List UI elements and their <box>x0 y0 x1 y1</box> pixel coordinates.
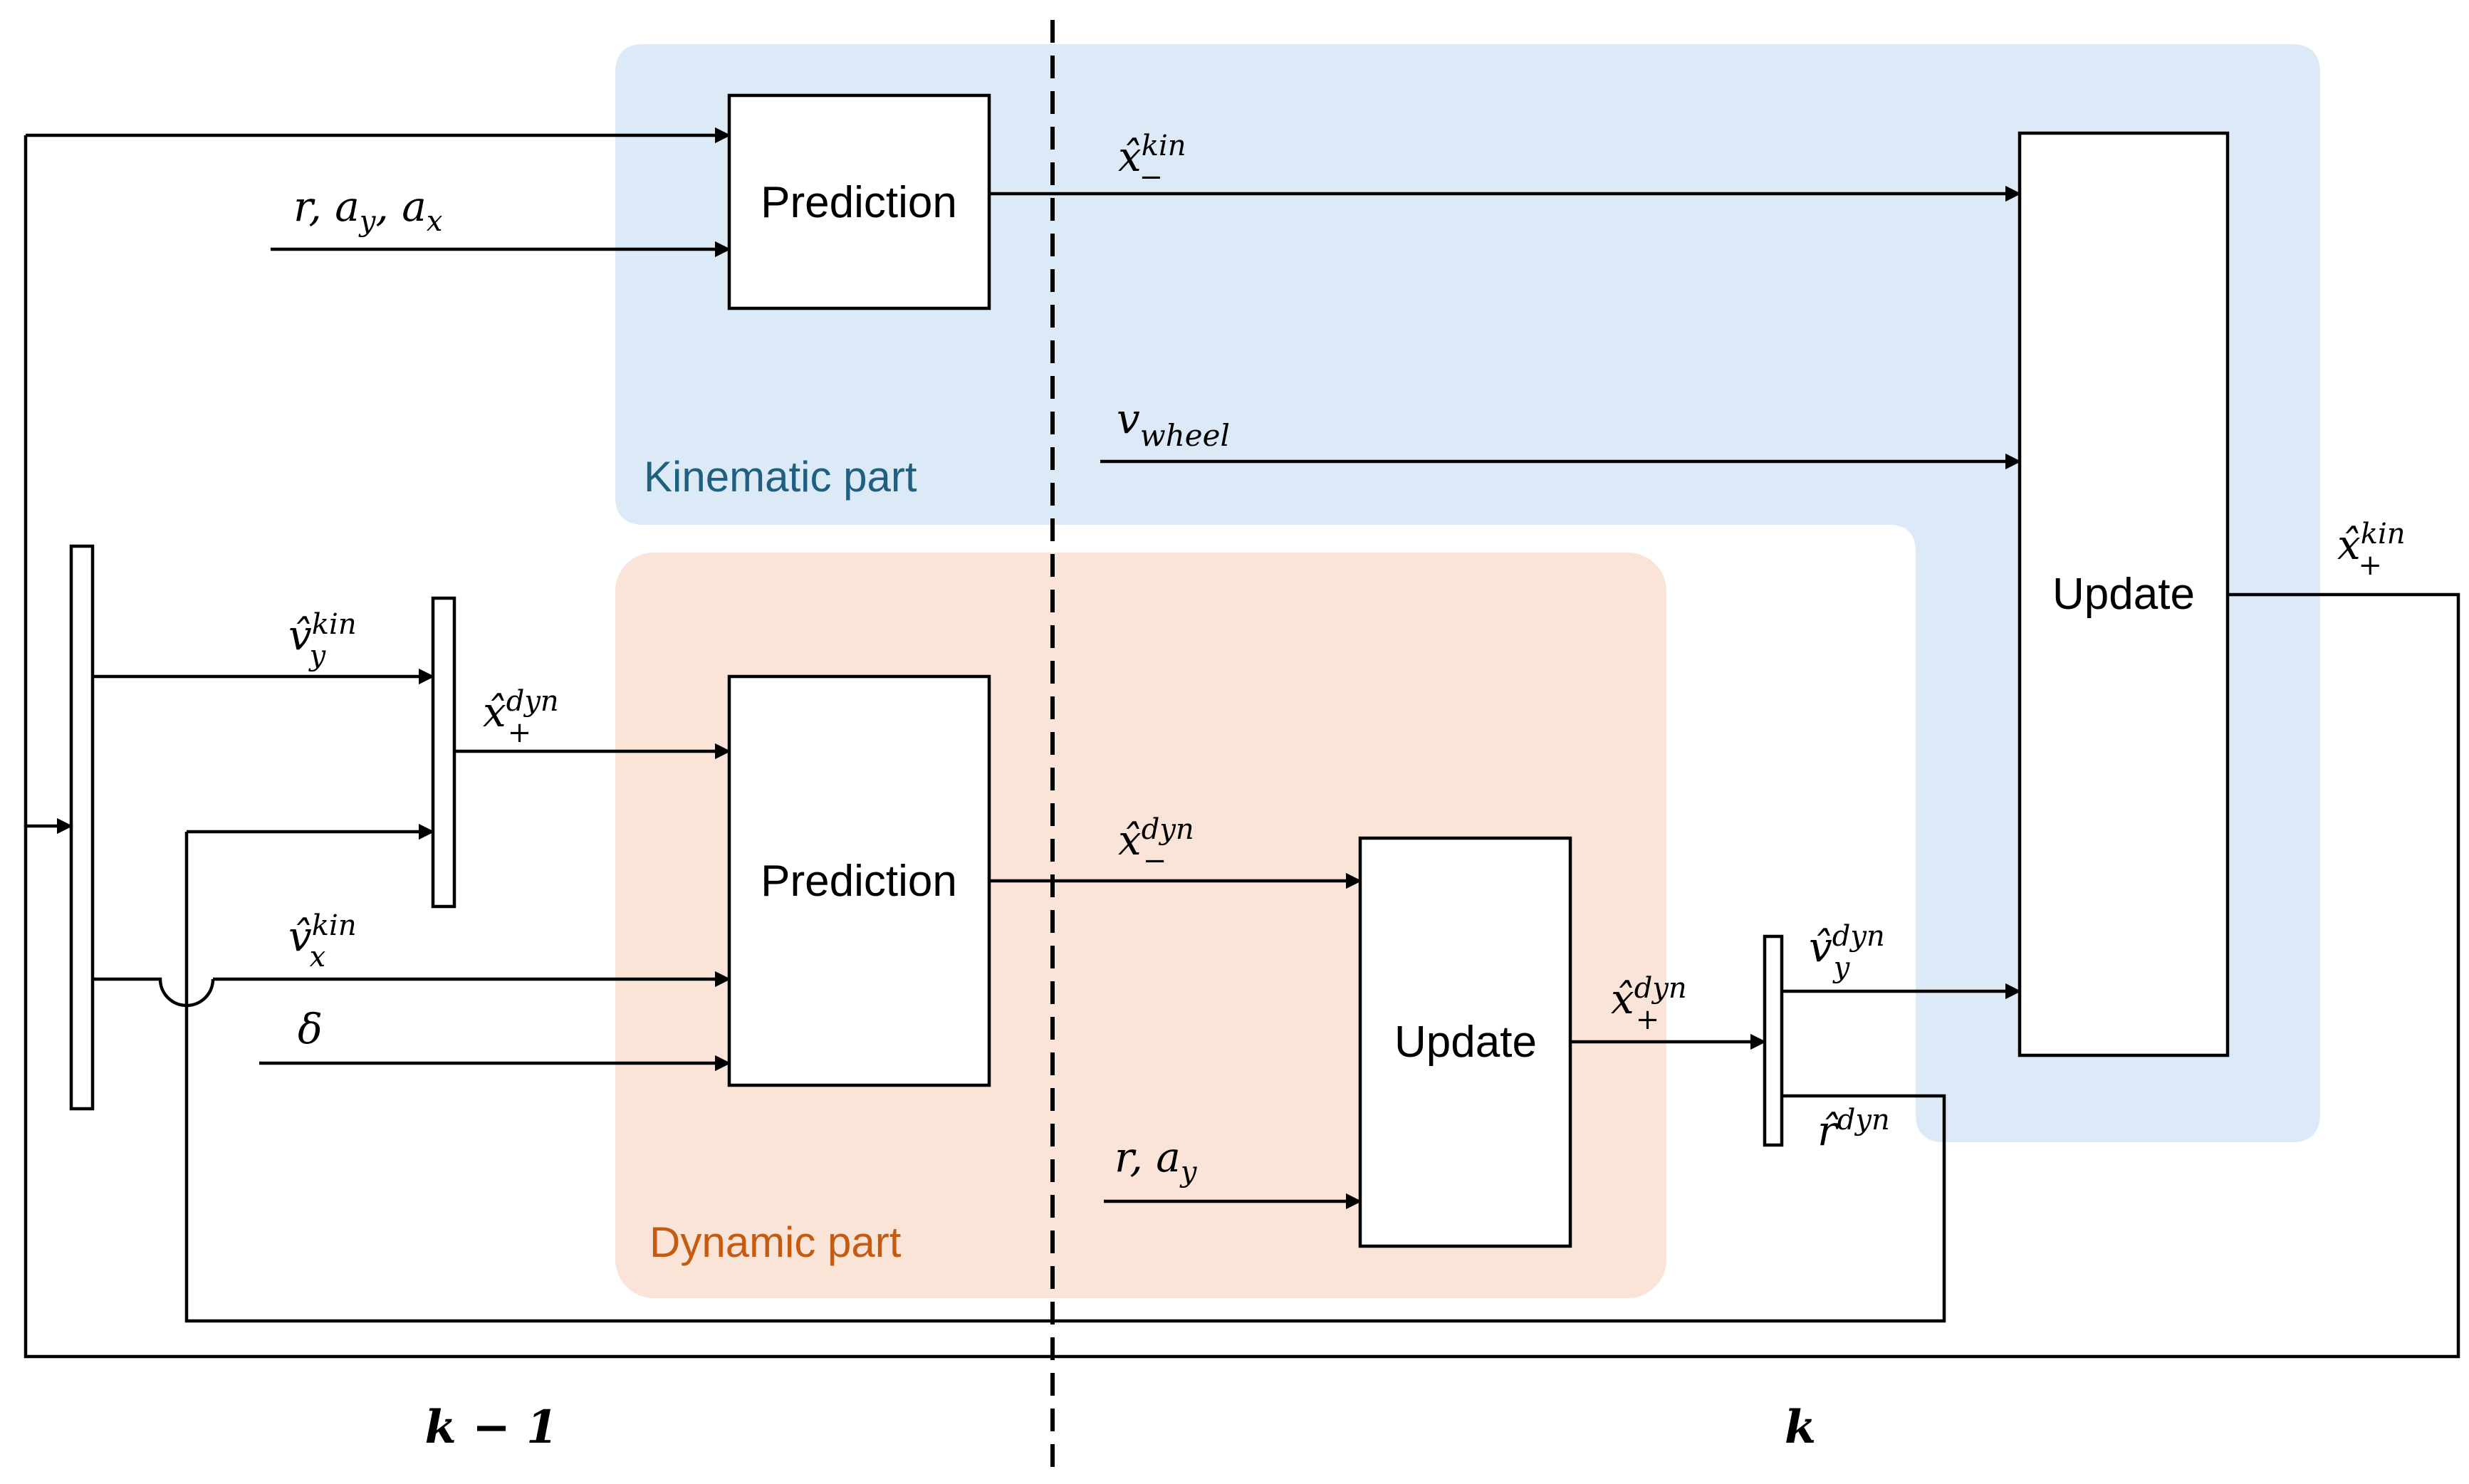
left-demux-bar <box>69 544 95 1111</box>
dyn-update-inputs-label: r, ay <box>1115 1133 1198 1188</box>
kin-update-label: Update <box>2052 570 2195 619</box>
kinematic-part-label: Kinematic part <box>644 453 917 501</box>
kin-feedback-wire <box>24 135 2460 1359</box>
dyn-input-mux-bar <box>431 596 456 909</box>
x-plus-dyn-in-label: x̂dyn+ <box>483 685 559 749</box>
kinematic-part-region <box>615 44 2320 1142</box>
current-step-label: k <box>1785 1401 1816 1454</box>
kin-prediction-label: Prediction <box>761 178 957 227</box>
kin-inputs-label: r, ay, ax <box>293 182 442 238</box>
x-minus-dyn-label: x̂dyn− <box>1118 813 1194 877</box>
kin-update-block <box>2018 131 2230 1057</box>
x-plus-kin-label: x̂kin+ <box>2337 518 2406 582</box>
x-plus-dyn-out-label: x̂dyn+ <box>1611 972 1687 1036</box>
x-minus-kin-label: x̂kin− <box>1118 130 1186 194</box>
signal-wires <box>24 127 2460 1359</box>
dyn-update-block <box>1358 836 1572 1248</box>
previous-step-label: k − 1 <box>424 1401 558 1454</box>
dyn-update-label: Update <box>1394 1018 1537 1067</box>
r-dyn-feedback-wire <box>184 832 1946 1323</box>
dyn-prediction-label: Prediction <box>761 857 957 906</box>
dyn-output-demux-bar <box>1763 934 1784 1147</box>
delta-label: δ <box>298 1005 323 1053</box>
v-wheel-label: vwheel <box>1117 394 1230 453</box>
dynamic-part-label: Dynamic part <box>649 1218 902 1266</box>
r-dyn-label: r̂dyn <box>1817 1104 1890 1155</box>
dyn-prediction-block <box>727 674 991 1087</box>
vx-kin-wire <box>93 977 215 1008</box>
kin-prediction-block <box>727 93 991 310</box>
